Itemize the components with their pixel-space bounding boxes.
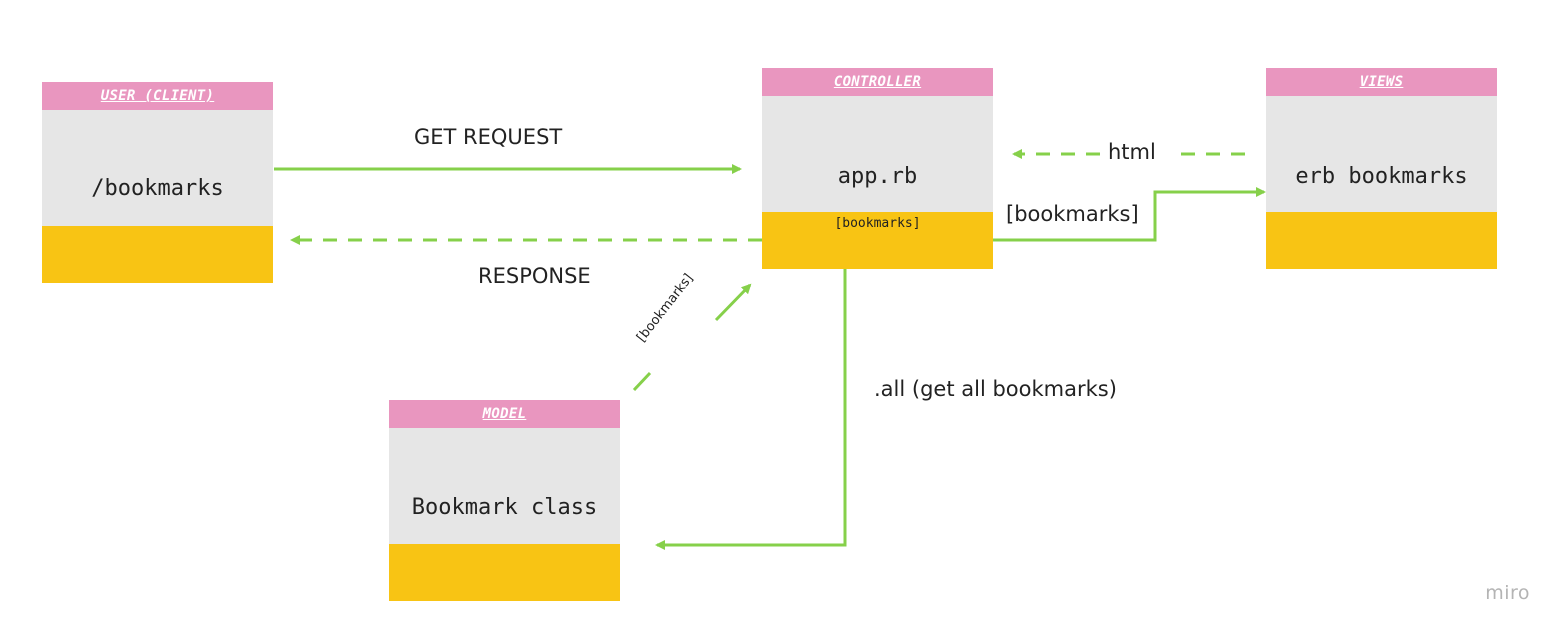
card-body: Bookmark class: [389, 428, 620, 544]
card-body-text: app.rb: [837, 164, 918, 189]
bookmarks-to-views-label: [bookmarks]: [1006, 202, 1139, 226]
card-header: CONTROLLER: [762, 68, 993, 96]
card-header: MODEL: [389, 400, 620, 428]
model-card[interactable]: MODEL Bookmark class: [389, 400, 620, 601]
response-label: RESPONSE: [478, 264, 591, 288]
model-to-controller-arrow-upper: [714, 283, 752, 322]
html-label: html: [1108, 140, 1156, 164]
card-footer: [bookmarks]: [762, 212, 993, 269]
card-body: erb bookmarks: [1266, 96, 1497, 212]
card-body-text: Bookmark class: [411, 495, 598, 520]
card-footer: [389, 544, 620, 601]
card-body: /bookmarks: [42, 110, 273, 226]
card-footer-text: [bookmarks]: [834, 216, 921, 231]
card-body: app.rb: [762, 96, 993, 212]
user-client-card[interactable]: USER (CLIENT) /bookmarks: [42, 82, 273, 283]
card-body-text: /bookmarks: [91, 176, 224, 201]
controller-card[interactable]: CONTROLLER app.rb [bookmarks]: [762, 68, 993, 269]
card-body-text: erb bookmarks: [1295, 164, 1468, 189]
card-header: VIEWS: [1266, 68, 1497, 96]
miro-watermark: miro: [1485, 582, 1530, 604]
views-card[interactable]: VIEWS erb bookmarks: [1266, 68, 1497, 269]
card-footer: [42, 226, 273, 283]
get-request-label: GET REQUEST: [414, 125, 563, 149]
card-header: USER (CLIENT): [42, 82, 273, 110]
all-to-model-arrow: [655, 268, 847, 550]
all-bookmarks-label: .all (get all bookmarks): [874, 377, 1117, 401]
card-footer: [1266, 212, 1497, 269]
bookmarks-to-views-arrow: [950, 187, 1266, 242]
model-to-controller-arrow-lower: [632, 371, 652, 392]
